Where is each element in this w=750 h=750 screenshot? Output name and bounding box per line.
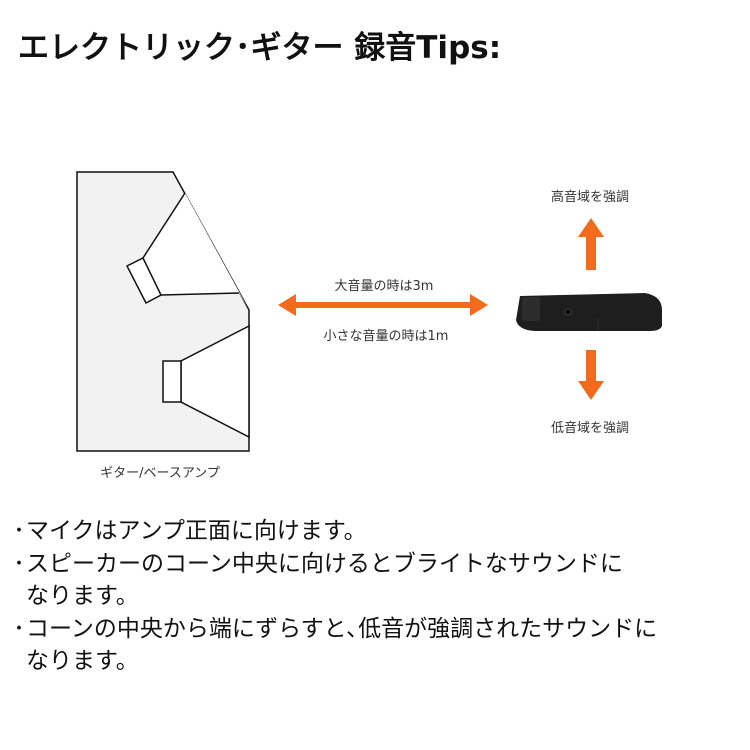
lower-speaker-magnet [162, 360, 182, 403]
recorder-device [516, 293, 662, 331]
distance-loud-label: 大音量の時は3m [334, 279, 434, 294]
tip-item: ･ コーンの中央から端にずらすと､低音が強調されたサウンドに なります。 [12, 613, 712, 678]
upper-speaker-cone [143, 193, 249, 310]
tip-text: マイクはアンプ正面に向けます。 [26, 518, 367, 544]
up-arrow [578, 218, 604, 270]
tip-item: ･ マイクはアンプ正面に向けます。 [12, 515, 712, 548]
amp-illustration [76, 171, 250, 452]
tip-text: コーンの中央から端にずらすと､低音が強調されたサウンドに なります。 [26, 615, 658, 675]
tips-list: ･ マイクはアンプ正面に向けます。 ･ スピーカーのコーン中央に向けるとブライト… [12, 515, 712, 678]
distance-quiet-label: 小さな音量の時は1m [323, 329, 449, 344]
bullet-marker: ･ [13, 550, 25, 577]
distance-arrow [278, 294, 488, 316]
bass-label: 低音域を強調 [550, 421, 630, 436]
tip-item: ･ スピーカーのコーン中央に向けるとブライトなサウンドに なります。 [12, 548, 712, 613]
page-title: エレクトリック･ギター 録音Tips: [18, 30, 502, 66]
bullet-marker: ･ [13, 615, 25, 642]
amp-label: ギター/ベースアンプ [100, 466, 220, 481]
upper-speaker-magnet [125, 256, 162, 305]
tip-text: スピーカーのコーン中央に向けるとブライトなサウンドに なります。 [26, 550, 623, 610]
treble-label: 高音域を強調 [550, 190, 630, 205]
bullet-marker: ･ [13, 518, 25, 544]
down-arrow [578, 350, 604, 400]
